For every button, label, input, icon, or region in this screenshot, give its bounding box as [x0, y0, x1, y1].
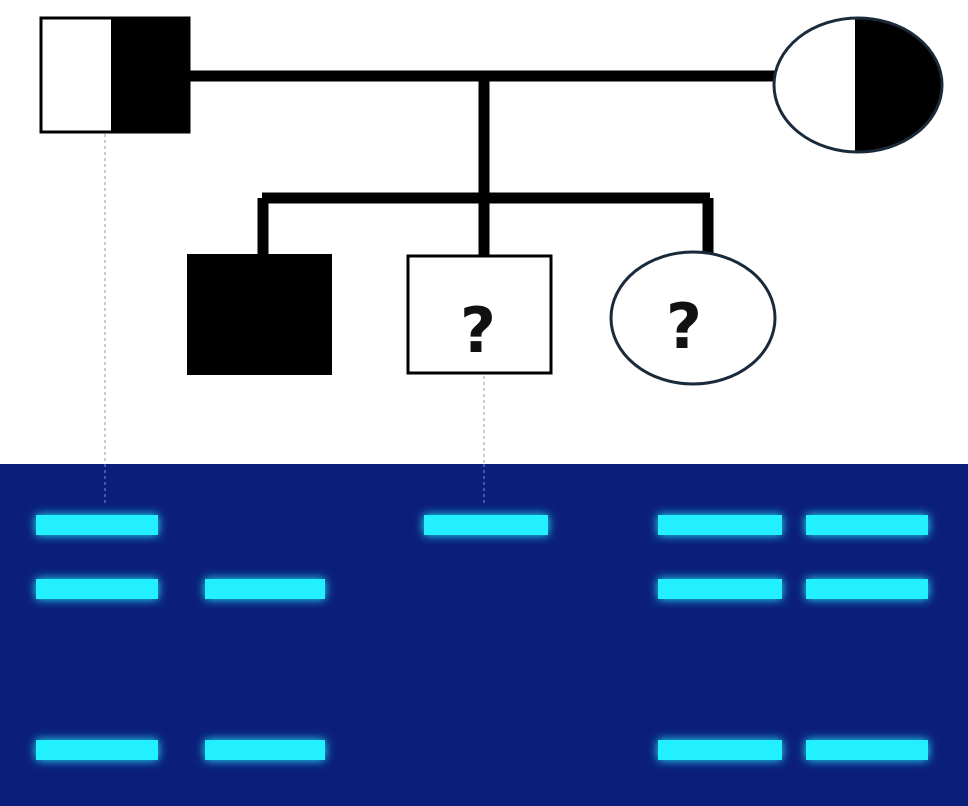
gel-band-lane-4-position-2 — [658, 579, 782, 599]
gel-band-lane-5-position-2 — [806, 579, 928, 599]
son-question-mark: ? — [460, 294, 496, 367]
unknown-son-symbol: ? — [406, 254, 553, 375]
gel-band-lane-5-position-1 — [806, 515, 928, 535]
father-carrier-symbol — [39, 16, 191, 134]
gel-band-lane-1-position-1 — [36, 515, 158, 535]
gel-band-lane-5-position-3 — [806, 740, 928, 760]
gel-band-lane-2-position-3 — [205, 740, 325, 760]
gel-band-lane-3-position-1 — [424, 515, 548, 535]
gel-band-lane-2-position-2 — [205, 579, 325, 599]
daughter-question-mark: ? — [666, 290, 702, 363]
unknown-daughter-symbol: ? — [609, 250, 777, 386]
electrophoresis-gel — [0, 464, 968, 806]
gel-band-lane-1-position-2 — [36, 579, 158, 599]
pedigree-chart: ? ? — [39, 16, 944, 470]
gel-band-lane-4-position-1 — [658, 515, 782, 535]
gel-band-lane-1-position-3 — [36, 740, 158, 760]
mother-carrier-symbol — [772, 16, 944, 154]
gel-bands — [36, 515, 928, 760]
affected-son-symbol — [187, 254, 332, 375]
gel-band-lane-4-position-3 — [658, 740, 782, 760]
